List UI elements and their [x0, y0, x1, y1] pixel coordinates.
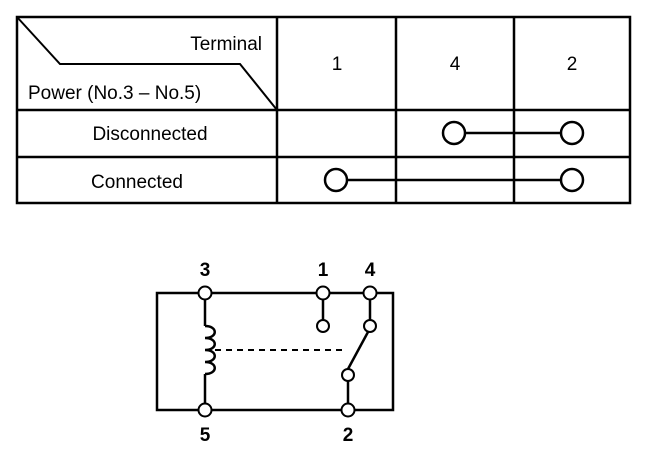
switch-blade	[346, 331, 370, 370]
terminal-1-label: 1	[318, 260, 329, 281]
relay-schematic: 3 1 4 5 2	[155, 260, 395, 446]
terminal-3-node	[197, 285, 213, 301]
column-header-1: 1	[332, 54, 343, 75]
relay-switch	[316, 293, 377, 410]
relay-body-left	[155, 291, 205, 412]
contact-1	[316, 319, 330, 333]
terminal-5-node	[197, 402, 213, 418]
header-diagonal	[16, 16, 278, 111]
row-label-disconnected: Disconnected	[92, 124, 207, 145]
terminal-3-label: 3	[200, 260, 211, 281]
terminal-4-node	[362, 285, 378, 301]
continuity-table: Terminal Power (No.3 – No.5) 1 4 2 Disco…	[15, 15, 632, 205]
terminal-2-node	[340, 402, 356, 418]
continuity-node	[559, 167, 585, 193]
relay-coil	[203, 293, 216, 410]
common-contact	[341, 368, 355, 382]
row-label-connected: Connected	[91, 172, 183, 193]
continuity-connected	[323, 167, 585, 193]
header-power-label: Power (No.3 – No.5)	[28, 83, 201, 104]
coil-winding	[204, 324, 216, 376]
terminal-1-node	[315, 285, 331, 301]
column-header-4: 4	[450, 54, 461, 75]
terminal-5-label: 5	[200, 425, 211, 446]
header-terminal-label: Terminal	[190, 34, 262, 55]
continuity-node	[441, 120, 467, 146]
relay-body-right	[348, 291, 395, 412]
terminal-2-label: 2	[343, 425, 354, 446]
column-header-2: 2	[567, 54, 578, 75]
contact-4	[363, 319, 377, 333]
continuity-node	[559, 120, 585, 146]
continuity-node	[323, 167, 349, 193]
terminal-4-label: 4	[365, 260, 376, 281]
continuity-disconnected	[441, 120, 585, 146]
